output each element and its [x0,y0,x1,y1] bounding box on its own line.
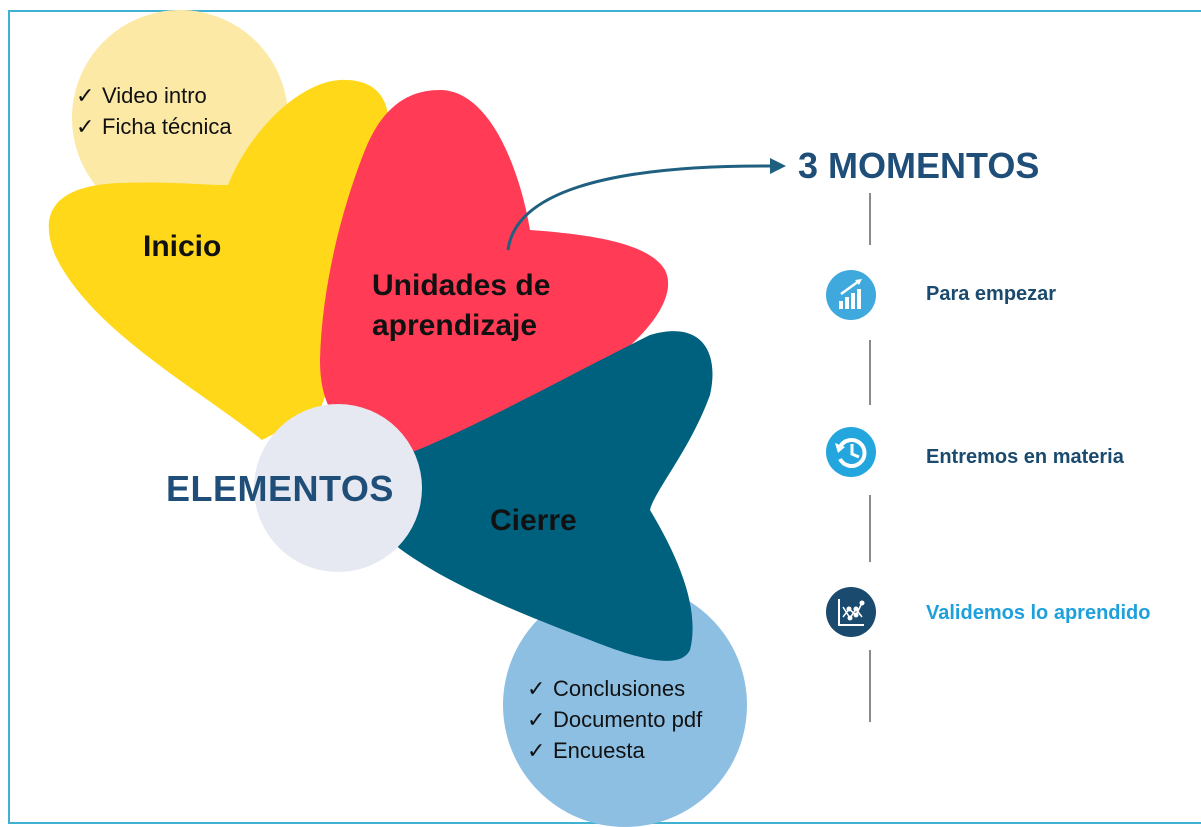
petal-label-unidades: Unidades de aprendizaje [372,269,551,342]
inicio-checklist: ✓Video intro ✓Ficha técnica [76,80,232,142]
check-icon: ✓ [527,738,546,763]
petal-inicio [48,79,389,440]
moment-label-3: Validemos lo aprendido [926,602,1151,624]
arrow-head [770,158,786,174]
scatter-chart-icon [826,587,876,637]
petal-label-cierre: Cierre [490,504,577,537]
growth-chart-icon [826,270,876,320]
check-icon: ✓ [527,707,546,732]
clock-history-icon [826,427,876,477]
connector-arrow [506,164,773,251]
moment-label-2: Entremos en materia [926,446,1124,468]
moment-label-1: Para empezar [926,283,1057,305]
check-icon: ✓ [76,83,95,108]
list-item: ✓Conclusiones [527,673,702,704]
list-item: ✓Video intro [76,80,232,111]
petal-cierre [395,331,713,661]
list-item: ✓Ficha técnica [76,111,232,142]
check-icon: ✓ [76,114,95,139]
check-icon: ✓ [527,676,546,701]
cierre-checklist: ✓Conclusiones ✓Documento pdf ✓Encuesta [527,673,702,766]
moments-title: 3 MOMENTOS [798,145,1040,186]
list-item: ✓Encuesta [527,735,702,766]
petal-label-inicio: Inicio [143,230,222,263]
list-item: ✓Documento pdf [527,704,702,735]
center-label: ELEMENTOS [166,468,394,509]
center-circle [254,404,422,572]
